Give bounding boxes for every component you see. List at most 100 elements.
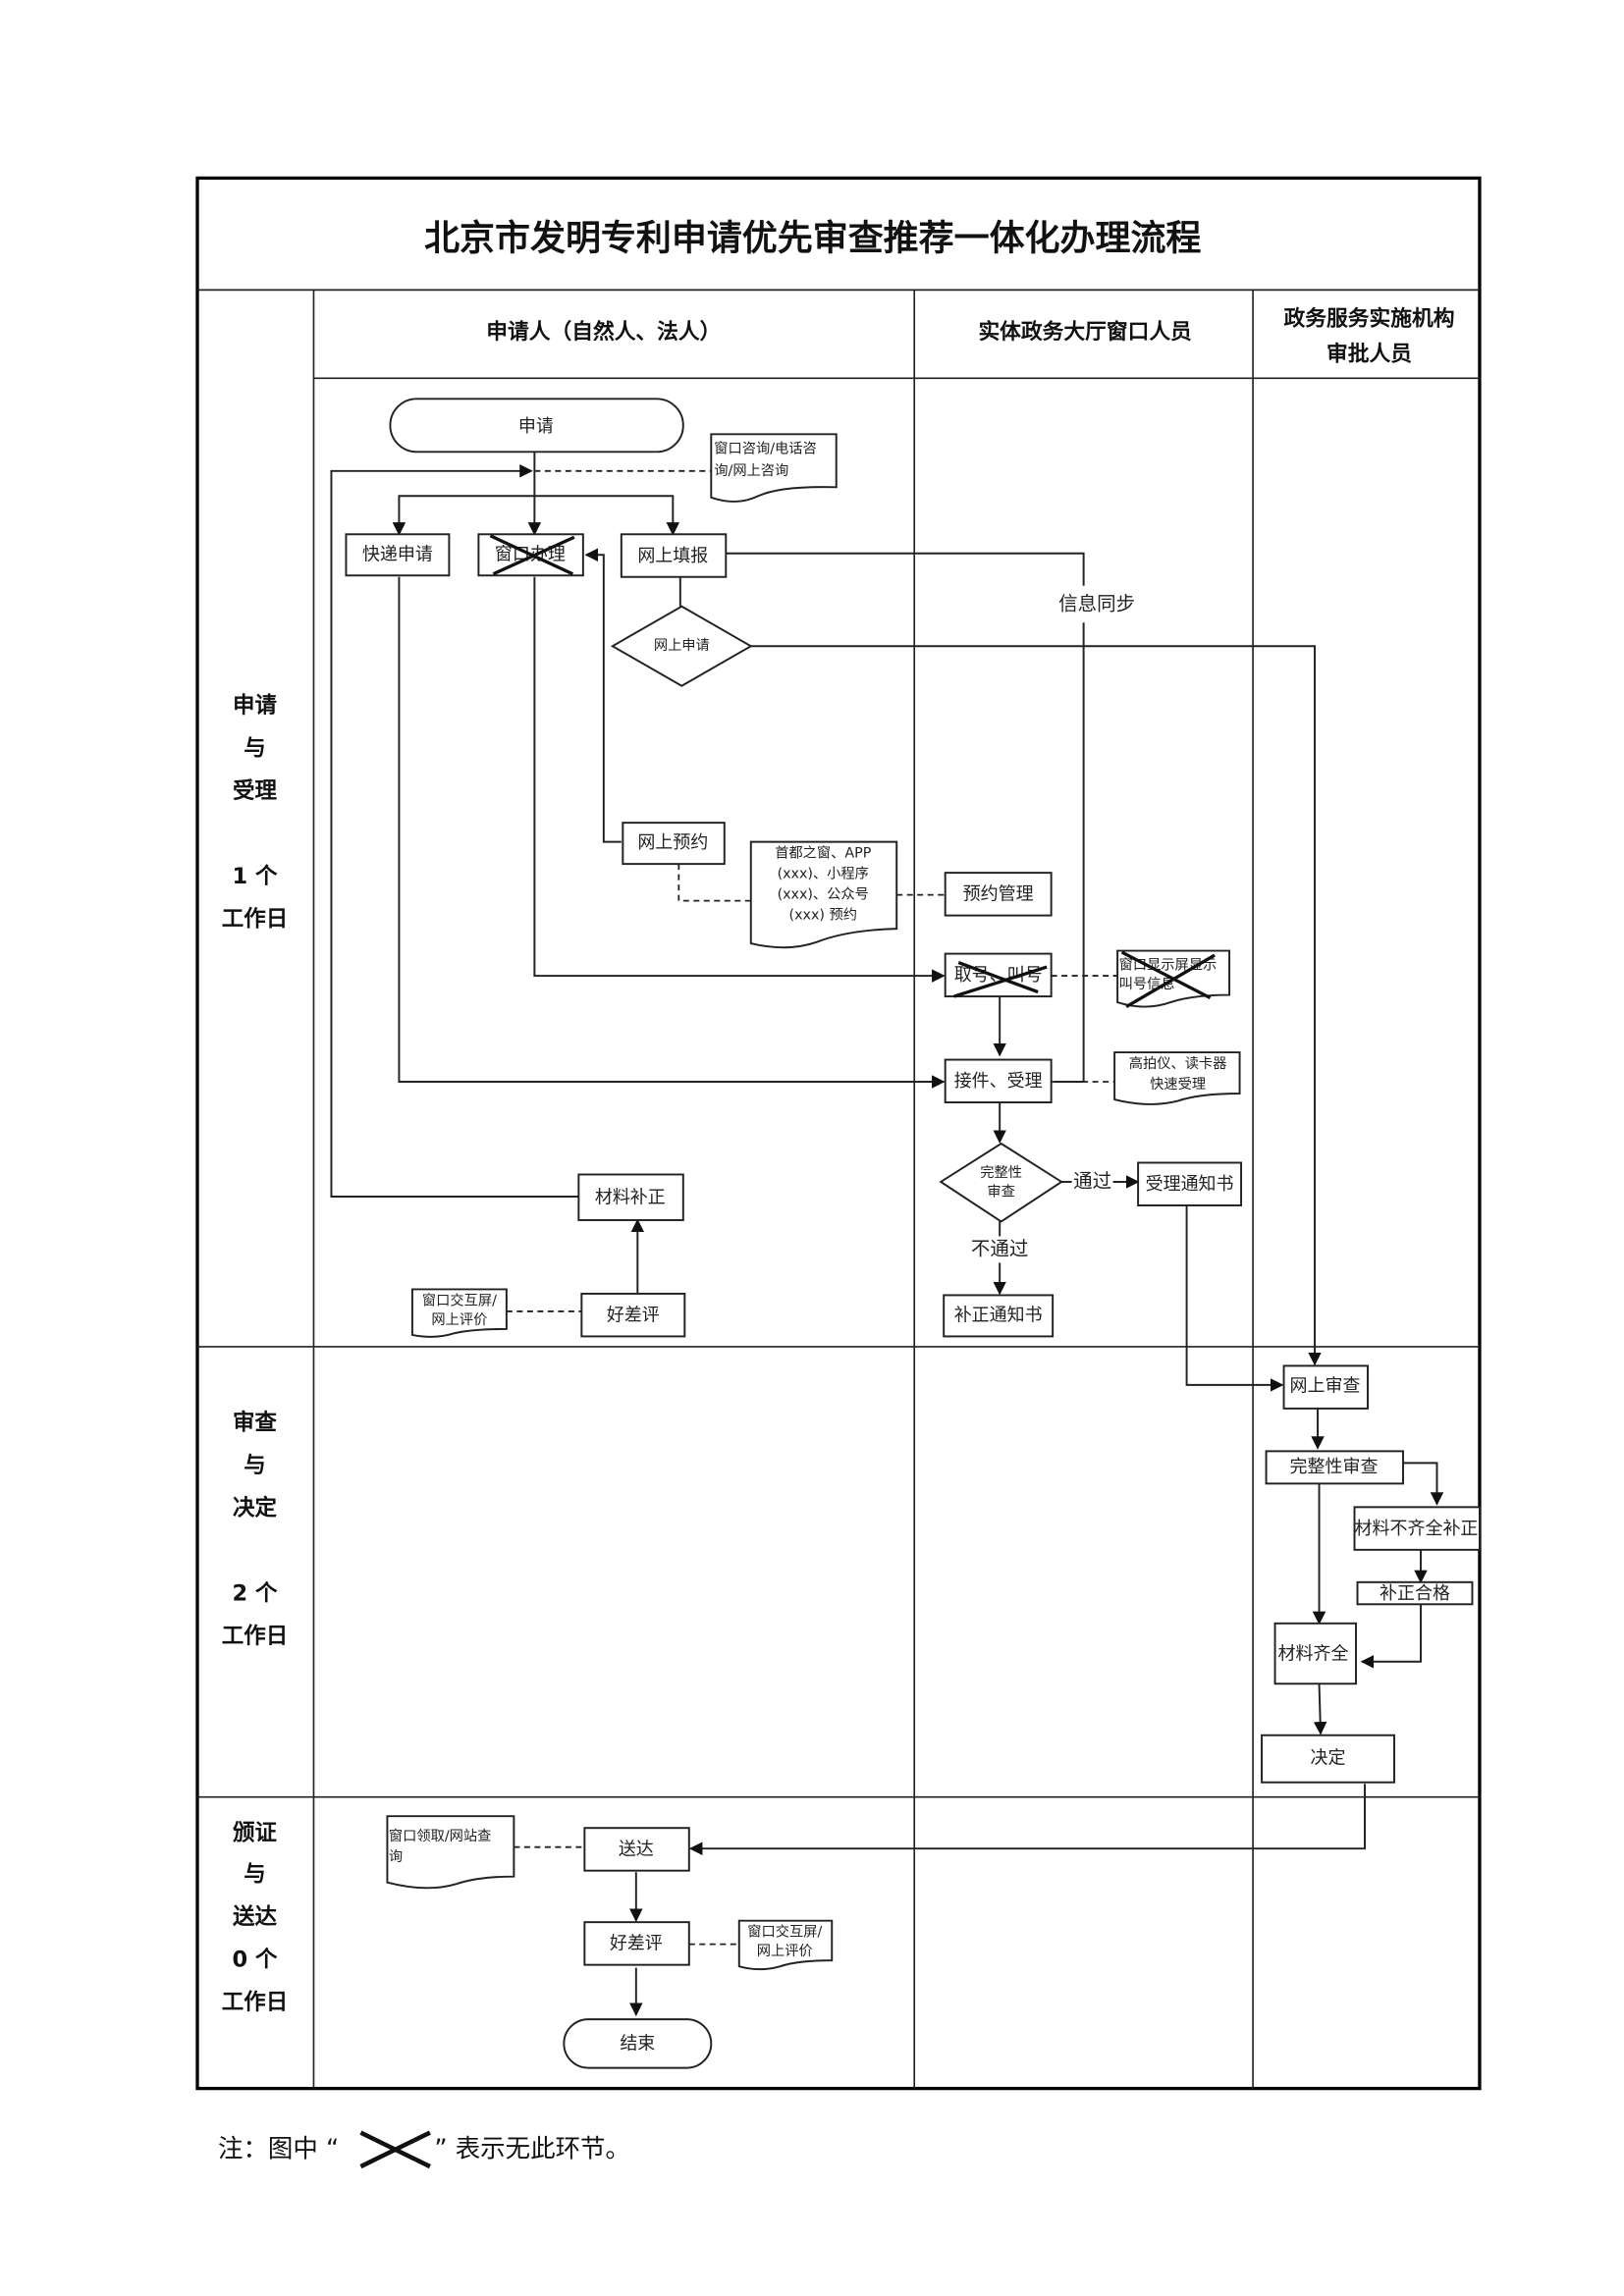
node-correction-notice: 补正通知书 bbox=[943, 1294, 1055, 1338]
edge-info-sync-bottom bbox=[1054, 622, 1085, 1084]
svg-text:好差评: 好差评 bbox=[610, 1934, 663, 1954]
svg-text:结束: 结束 bbox=[620, 2034, 655, 2055]
svg-text:1 个: 1 个 bbox=[233, 864, 278, 889]
node-rating-2: 好差评 bbox=[583, 1921, 690, 1966]
svg-text:材料补正: 材料补正 bbox=[595, 1187, 666, 1207]
svg-text:申请: 申请 bbox=[233, 692, 277, 719]
svg-text:工作日: 工作日 bbox=[222, 907, 288, 933]
svg-text:网上评价: 网上评价 bbox=[431, 1311, 487, 1328]
cross-legend-icon bbox=[359, 2130, 431, 2169]
svg-text:与: 与 bbox=[244, 736, 265, 762]
svg-text:窗口咨询/电话咨: 窗口咨询/电话咨 bbox=[714, 439, 816, 456]
edge-window-to-number bbox=[533, 576, 946, 983]
edge-notice-to-review bbox=[1185, 1204, 1284, 1392]
cross-out-icon bbox=[1120, 950, 1212, 1000]
svg-text:工作日: 工作日 bbox=[222, 1624, 288, 1649]
svg-text:审查: 审查 bbox=[987, 1183, 1014, 1200]
node-end: 结束 bbox=[563, 2018, 713, 2069]
outer-frame bbox=[195, 176, 1482, 2091]
svg-text:窗口领取/网站查: 窗口领取/网站查 bbox=[389, 1827, 491, 1844]
edge-complete-to-decision bbox=[1313, 1683, 1327, 1735]
svg-text:送达: 送达 bbox=[619, 1840, 654, 1860]
svg-text:颁证: 颁证 bbox=[233, 1821, 277, 1846]
node-materials-complete: 材料齐全 bbox=[1273, 1622, 1357, 1685]
node-take-number: 取号、叫号 bbox=[944, 952, 1053, 998]
svg-text:补正通知书: 补正通知书 bbox=[954, 1305, 1043, 1325]
node-incomplete-correction: 材料不齐全补正 bbox=[1353, 1506, 1481, 1551]
node-window-handle: 窗口办理 bbox=[477, 533, 584, 577]
svg-text:受理: 受理 bbox=[233, 777, 277, 804]
edge-decision-to-delivery bbox=[688, 1784, 1366, 1855]
svg-text:接件、受理: 接件、受理 bbox=[954, 1071, 1043, 1092]
doc-device: 高拍仪、读卡器 快速受理 bbox=[1113, 1051, 1241, 1105]
svg-text:补正合格: 补正合格 bbox=[1380, 1583, 1450, 1604]
doc-reserve-channels: 首都之窗、APP (xxx)、小程序 (xxx)、公众号 (xxx) 预约 bbox=[749, 840, 898, 949]
edge-express-to-receive bbox=[398, 576, 946, 1089]
svg-text:工作日: 工作日 bbox=[222, 1990, 288, 2015]
svg-text:询/网上咨询: 询/网上咨询 bbox=[714, 462, 788, 479]
svg-text:高拍仪、读卡器: 高拍仪、读卡器 bbox=[1129, 1055, 1227, 1072]
phase-label-review: 审查 与 决定 2 个 工作日 bbox=[222, 1409, 288, 1648]
svg-text:(xxx)、公众号: (xxx)、公众号 bbox=[778, 886, 869, 903]
svg-text:网上评价: 网上评价 bbox=[757, 1943, 813, 1959]
node-online-fill: 网上填报 bbox=[620, 533, 728, 578]
lane-header-applicant: 申请人（自然人、法人） bbox=[486, 319, 721, 345]
svg-text:快递申请: 快递申请 bbox=[362, 544, 433, 564]
svg-text:与: 与 bbox=[244, 1453, 265, 1478]
lane-header-window-staff: 实体政务大厅窗口人员 bbox=[978, 319, 1191, 345]
svg-text:材料不齐全补正: 材料不齐全补正 bbox=[1355, 1519, 1479, 1539]
doc-rating-1: 窗口交互屏/ 网上评价 bbox=[410, 1288, 508, 1338]
node-accept-notice: 受理通知书 bbox=[1137, 1161, 1243, 1206]
doc-rating-2: 窗口交互屏/ 网上评价 bbox=[737, 1919, 834, 1971]
node-online-reserve: 网上预约 bbox=[622, 822, 726, 866]
svg-text:材料齐全: 材料齐全 bbox=[1278, 1643, 1349, 1664]
svg-text:首都之窗、APP: 首都之窗、APP bbox=[775, 844, 871, 862]
page-title: 北京市发明专利申请优先审查推荐一体化办理流程 bbox=[424, 217, 1201, 258]
svg-text:决定: 决定 bbox=[233, 1494, 277, 1521]
node-receive-accept: 接件、受理 bbox=[944, 1058, 1053, 1103]
svg-text:好差评: 好差评 bbox=[607, 1305, 660, 1325]
lane-header-approver-line2: 审批人员 bbox=[1326, 341, 1412, 366]
edge-reserve-to-window bbox=[584, 548, 622, 843]
node-online-apply: 网上申请 bbox=[610, 605, 753, 687]
svg-text:与: 与 bbox=[244, 1862, 265, 1888]
svg-text:询: 询 bbox=[389, 1848, 403, 1865]
svg-text:窗口交互屏/: 窗口交互屏/ bbox=[422, 1291, 497, 1308]
node-decision: 决定 bbox=[1261, 1734, 1395, 1784]
svg-text:快速受理: 快速受理 bbox=[1150, 1076, 1206, 1093]
svg-text:完整性审查: 完整性审查 bbox=[1290, 1457, 1379, 1477]
node-material-correction: 材料补正 bbox=[577, 1173, 684, 1221]
edge-info-sync-top bbox=[726, 552, 1085, 586]
node-completeness-review: 完整性审查 bbox=[1265, 1450, 1404, 1485]
node-reserve-manage: 预约管理 bbox=[944, 872, 1053, 917]
node-delivery: 送达 bbox=[583, 1827, 690, 1872]
svg-text:0 个: 0 个 bbox=[233, 1948, 278, 1973]
node-completeness-check: 完整性 审查 bbox=[939, 1142, 1063, 1223]
pass-label: 通过 bbox=[1073, 1169, 1111, 1192]
fail-label: 不通过 bbox=[971, 1237, 1028, 1259]
lane-header-approver-line1: 政务服务实施机构 bbox=[1284, 305, 1455, 331]
svg-text:预约管理: 预约管理 bbox=[963, 884, 1034, 905]
svg-text:2 个: 2 个 bbox=[233, 1580, 278, 1606]
node-correction-ok: 补正合格 bbox=[1356, 1580, 1474, 1606]
edge-online-apply-to-review bbox=[750, 645, 1322, 1366]
note-prefix: 注：图中 “ bbox=[218, 2135, 339, 2164]
node-express-apply: 快递申请 bbox=[345, 533, 451, 577]
node-start: 申请 bbox=[389, 398, 684, 454]
info-sync-label: 信息同步 bbox=[1058, 593, 1135, 615]
svg-text:申请: 申请 bbox=[518, 416, 554, 437]
phase-label-accept: 申请 与 受理 1 个 工作日 bbox=[222, 692, 288, 932]
svg-text:(xxx) 预约: (xxx) 预约 bbox=[789, 907, 857, 924]
doc-pickup: 窗口领取/网站查 询 bbox=[386, 1815, 515, 1890]
node-rating-1: 好差评 bbox=[580, 1292, 686, 1338]
svg-text:送达: 送达 bbox=[233, 1903, 277, 1930]
edge-correction-loop bbox=[330, 464, 579, 1198]
note-suffix: ” 表示无此环节。 bbox=[434, 2135, 630, 2164]
svg-text:决定: 决定 bbox=[1311, 1748, 1346, 1769]
svg-text:网上填报: 网上填报 bbox=[637, 546, 708, 566]
node-online-review: 网上审查 bbox=[1282, 1364, 1369, 1410]
svg-text:网上审查: 网上审查 bbox=[1290, 1375, 1361, 1396]
phase-label-delivery: 颁证 与 送达 0 个 工作日 bbox=[222, 1821, 288, 2015]
cross-out-icon bbox=[957, 961, 1039, 994]
